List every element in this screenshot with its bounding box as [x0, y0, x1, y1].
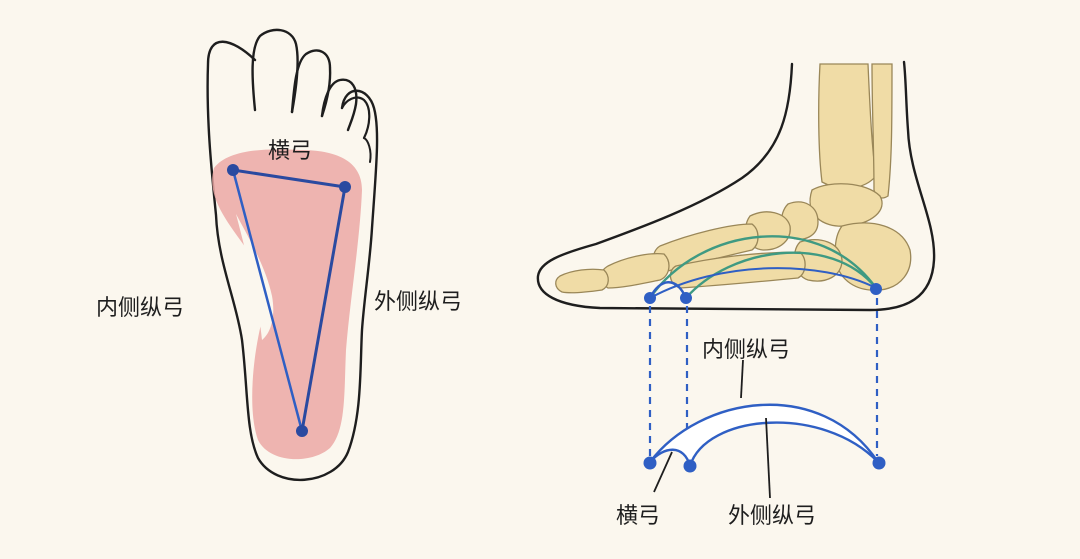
arch-detail-surface	[650, 404, 878, 466]
side-point-heel	[870, 283, 882, 295]
detail-transverse-label: 横弓	[616, 504, 660, 529]
detail-point-lateral	[683, 459, 697, 473]
side-medial-arch	[648, 235, 878, 300]
tibia	[818, 63, 877, 189]
toe-small	[363, 137, 372, 163]
side-lateral-arch	[684, 251, 878, 300]
side-point-medial-ball	[644, 292, 656, 304]
pressure-region	[212, 149, 362, 460]
side-lower-arc	[649, 267, 877, 299]
sole-lateral-label: 外侧纵弓	[374, 290, 462, 315]
detail-lateral-label: 外侧纵弓	[728, 504, 816, 529]
leader-medial	[740, 359, 744, 399]
medial-arch-gap	[236, 214, 274, 340]
detail-point-medial	[643, 456, 657, 470]
sole-point-lateral-ball	[339, 181, 351, 193]
leader-transverse	[653, 451, 673, 493]
sole-medial-label: 内侧纵弓	[96, 296, 184, 321]
sole-point-medial-ball	[227, 164, 239, 176]
phalanx-distal	[555, 268, 609, 294]
detail-medial-arch	[649, 403, 879, 463]
sole-point-heel	[296, 425, 308, 437]
sole-transverse-label: 横弓	[268, 139, 312, 164]
side-point-lateral-ball	[680, 292, 692, 304]
fibula	[871, 63, 893, 199]
arch-triangle	[227, 164, 351, 437]
detail-point-heel	[872, 456, 886, 470]
toe-third	[320, 78, 358, 132]
side-bones	[555, 63, 912, 294]
sole-view: 横弓 内侧纵弓 外侧纵弓	[96, 28, 462, 481]
arch-detail	[643, 359, 886, 499]
detail-lateral-arch	[688, 421, 879, 467]
detail-medial-label: 内侧纵弓	[702, 338, 790, 363]
leader-lateral	[765, 417, 771, 499]
side-arches	[648, 235, 878, 300]
toe-fourth	[340, 96, 371, 140]
side-view: 内侧纵弓 横弓 外侧纵弓	[536, 60, 936, 529]
